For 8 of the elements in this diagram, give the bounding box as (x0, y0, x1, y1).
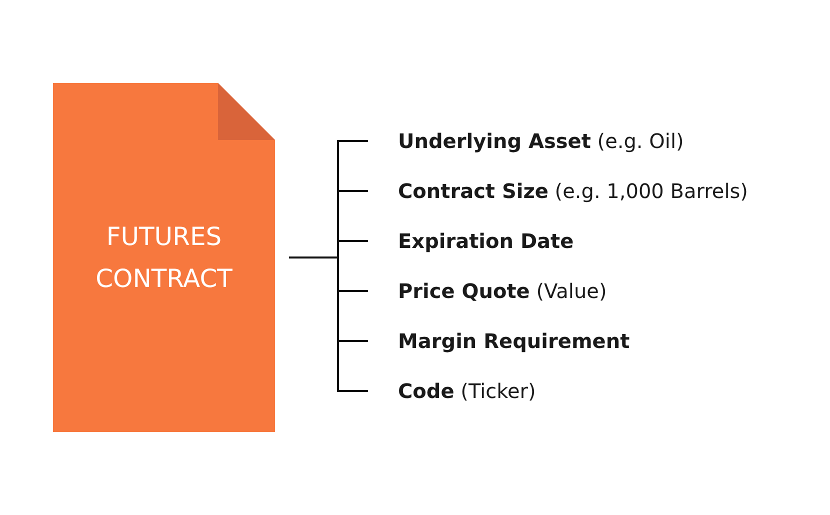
document-title: FUTURES CONTRACT (94, 220, 234, 294)
attribute-label: Contract Size (e.g. 1,000 Barrels) (398, 179, 748, 203)
attribute-label: Underlying Asset (e.g. Oil) (398, 129, 684, 153)
attribute-label: Price Quote (Value) (398, 279, 607, 303)
attribute-label: Expiration Date (398, 229, 574, 253)
bracket-connector (289, 256, 368, 392)
attribute-label: Code (Ticker) (398, 379, 536, 403)
attribute-label: Margin Requirement (398, 329, 630, 353)
